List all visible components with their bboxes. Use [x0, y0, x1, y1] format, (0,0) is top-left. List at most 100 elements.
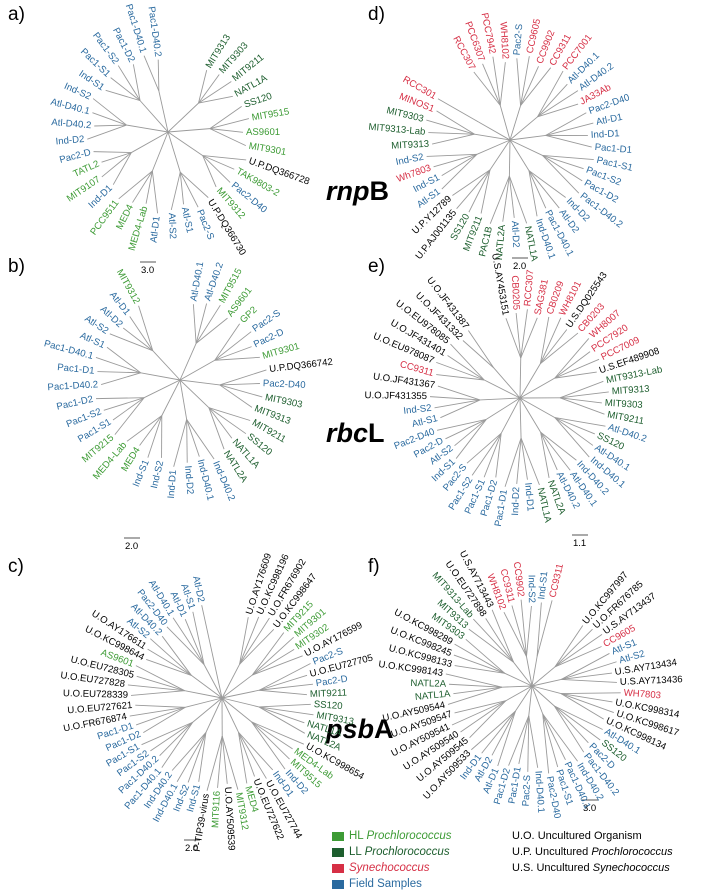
tree-branch — [532, 656, 537, 686]
tree-branch — [455, 701, 506, 713]
tree-branch — [220, 385, 263, 397]
tree-branch — [177, 732, 206, 781]
legend-item-hl: HL Prochlorococcus — [332, 828, 502, 844]
tree-branch — [171, 172, 180, 210]
tree-branch — [140, 101, 168, 132]
tree-branch — [159, 91, 168, 132]
tree-branch — [210, 129, 243, 133]
tree-branch — [160, 722, 193, 756]
tree-branch — [144, 380, 180, 398]
tree-leaf-label: Ind-S2 — [149, 460, 166, 490]
panel-letter: d) — [368, 4, 385, 25]
legend-swatch-field — [332, 880, 344, 889]
tree-branch — [107, 347, 141, 373]
tree-branch — [210, 129, 246, 146]
tree-leaf-label: MIT9116 — [210, 791, 223, 829]
tree-branch — [150, 639, 191, 676]
tree-branch — [252, 637, 293, 675]
tree-leaf-label: MIT9515 — [251, 106, 290, 123]
tree-branch — [187, 419, 200, 456]
tree-branch — [102, 153, 132, 177]
tree-branch — [104, 398, 144, 411]
tree-branch — [500, 62, 505, 105]
tree-leaf-label: Ind-D2 — [55, 134, 85, 148]
tree-branch — [520, 398, 555, 418]
tree-branch — [555, 418, 593, 446]
tree-branch — [115, 398, 144, 435]
tree-branch — [514, 662, 532, 686]
tree-branch — [152, 132, 168, 171]
legend-label-ll: LL Prochlorococcus — [349, 844, 450, 860]
tree-branch — [543, 155, 583, 180]
legend-swatch-ll — [332, 848, 344, 857]
tree-branch — [131, 132, 168, 153]
tree-branch — [561, 679, 617, 682]
tree-leaf-label: Ind-D1 — [166, 469, 179, 499]
tree-leaf-label: Pac1-D40.2 — [47, 379, 98, 393]
tree-leaf-label: U.O.EU728339 — [63, 688, 128, 701]
scale-label: 2.0 — [125, 541, 138, 552]
legend-swatch-syn — [332, 864, 344, 873]
tree-leaf-label: U.P.DQ366742 — [269, 357, 334, 375]
legend-swatch-hl — [332, 832, 344, 841]
tree-branch — [520, 398, 521, 438]
tree-branch — [140, 416, 162, 446]
tree-leaf-label: Atl-D2 — [509, 221, 521, 248]
tree-leaf-label: RCC307 — [522, 269, 536, 307]
tree-branch — [554, 706, 600, 740]
tree-leaf-label: Atl-D40.2 — [51, 117, 92, 131]
tree-branch — [506, 686, 532, 701]
tree-branch — [259, 707, 314, 715]
tree-branch — [222, 664, 240, 698]
tree-branch — [520, 378, 555, 398]
tree-panel-5: c)psbA2.0U.O.AY176609U.O.KC998196U.O.FR6… — [8, 552, 394, 854]
tree-branch — [510, 135, 546, 140]
tree-branch — [494, 368, 520, 398]
tree-branch — [215, 324, 240, 361]
tree-branch — [546, 113, 587, 136]
tree-branch — [150, 722, 192, 751]
tree-branch — [521, 438, 539, 485]
tree-branch — [196, 305, 220, 343]
tree-branch — [111, 78, 140, 101]
tree-branch — [204, 665, 222, 698]
color-legend: HL Prochlorococcus LL Prochlorococcus Sy… — [332, 828, 502, 892]
legend-label-syn: Synechococcus — [349, 860, 430, 876]
panel-letter: c) — [8, 556, 24, 577]
tree-branch — [502, 686, 532, 687]
panel-letter: e) — [368, 256, 385, 277]
tree-branch — [180, 172, 208, 197]
tree-branch — [187, 419, 214, 459]
tree-branch — [94, 152, 132, 153]
tree-branch — [450, 344, 484, 380]
tree-branch — [187, 419, 188, 462]
panel-letter: f) — [368, 556, 380, 577]
tree-leaf-label: Pac1-D1 — [594, 142, 632, 156]
legend-item-field: Field Samples — [332, 876, 502, 892]
tree-branch — [510, 106, 521, 140]
tree-branch — [503, 176, 510, 222]
tree-leaf-label: Ind-D1 — [522, 482, 536, 512]
tree-branch — [448, 687, 502, 704]
tree-branch — [252, 722, 293, 749]
tree-branch — [486, 398, 520, 419]
tree-branch — [240, 617, 259, 664]
tree-leaf-label: Atl-S1 — [179, 206, 195, 234]
tree-leaf-label: Ind-D2 — [510, 487, 522, 516]
tree-leaf-label: Atl-S2 — [166, 213, 178, 240]
tree-branch — [196, 303, 206, 343]
tree-branch — [540, 317, 548, 364]
tree-leaf-label: Pac2-S — [521, 775, 534, 807]
tree-branch — [180, 360, 215, 380]
tree-branch — [440, 400, 480, 418]
legend-item-syn: Synechococcus — [332, 860, 502, 876]
tree-branch — [162, 380, 180, 416]
tree-branch — [92, 113, 126, 125]
abbr-up: U.P. Uncultured Prochlorococcus — [512, 844, 673, 860]
tree-branch — [180, 380, 220, 385]
tree-branch — [97, 372, 140, 373]
gene-label: rbcL — [326, 418, 385, 448]
tree-branch — [174, 419, 187, 466]
